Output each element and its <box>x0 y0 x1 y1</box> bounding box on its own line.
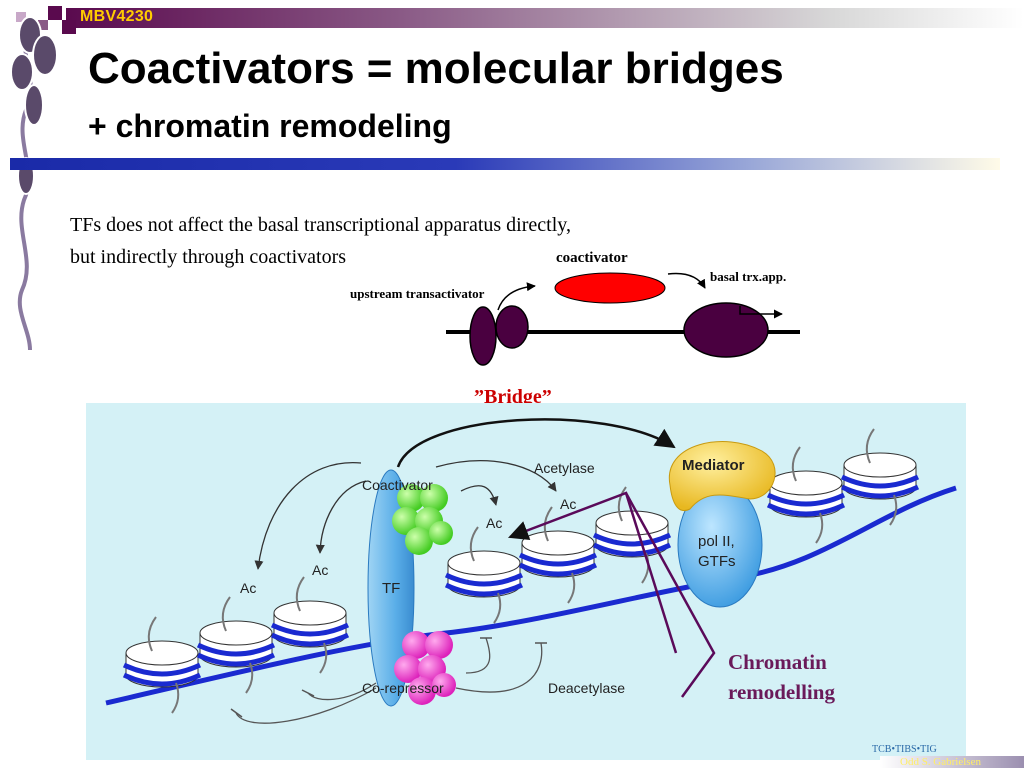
acetylation-arrow <box>315 480 367 554</box>
nucleosome <box>768 447 844 543</box>
deacetylation-line <box>307 682 377 701</box>
slide-subtitle: + chromatin remodeling <box>88 108 452 144</box>
label-pol-ii: pol II, <box>698 533 735 550</box>
schematic-upstream-arrow <box>497 282 536 311</box>
label-mediator: Mediator <box>682 457 745 474</box>
acetylation-arrow <box>254 462 362 570</box>
nucleosome <box>842 429 918 525</box>
title-divider <box>10 158 1000 170</box>
label-corepressor: Co-repressor <box>362 680 444 696</box>
label-ac: Ac <box>560 496 576 512</box>
dna-strand-back <box>105 485 957 706</box>
label-ac: Ac <box>240 580 256 596</box>
schematic-diagram <box>446 272 800 366</box>
schematic-basal-arrow <box>667 272 706 289</box>
label-gtfs: GTFs <box>698 553 736 570</box>
schematic-coactivator-shape <box>554 272 666 304</box>
deacetylation-line <box>455 642 543 693</box>
figure-panel <box>86 403 966 760</box>
acetylation-arrow <box>460 485 499 506</box>
chromatin-figure: Mediator pol II, GTFs Coactivator TF Co-… <box>105 418 957 724</box>
schematic-transcription-arrow <box>739 306 783 319</box>
schematic-upstream-label: upstream transactivator <box>350 286 485 301</box>
decorative-bead-chain <box>10 6 76 351</box>
annotation-line-1: Chromatin <box>728 650 827 674</box>
label-coactivator: Coactivator <box>362 477 433 493</box>
image-credit: TCB•TIBS•TIG <box>872 744 937 755</box>
bridge-text: Bridge <box>484 386 542 408</box>
acetylation-arrow <box>435 460 557 492</box>
header-band <box>66 8 1024 28</box>
schematic-upstream-protein-1 <box>469 306 497 366</box>
deacetylation-line <box>465 637 491 674</box>
author-name: Odd S. Gabrielsen <box>900 756 981 768</box>
label-ac: Ac <box>312 562 328 578</box>
footer-band <box>880 756 1024 768</box>
schematic-coactivator-label: coactivator <box>556 250 628 266</box>
bridge-arrow <box>396 418 676 468</box>
annotation-line-2: remodelling <box>728 680 835 704</box>
label-tf: TF <box>382 580 400 597</box>
nucleosome <box>446 527 522 623</box>
label-ac: Ac <box>486 515 502 531</box>
coactivator-cluster <box>392 484 453 555</box>
bridge-open-quote: ” <box>474 386 484 408</box>
nucleosome <box>520 507 596 603</box>
mediator <box>668 441 776 511</box>
course-code: MBV4230 <box>80 8 154 25</box>
corepressor-cluster <box>394 631 456 705</box>
deacetylation-line <box>235 687 377 724</box>
body-text-line-1: TFs does not affect the basal transcript… <box>70 214 571 236</box>
schematic-basal-label: basal trx.app. <box>710 269 787 284</box>
bridge-label: ”Bridge” <box>474 386 552 409</box>
remodelling-pointer <box>624 492 716 698</box>
label-deacetylase: Deacetylase <box>548 680 625 696</box>
schematic-upstream-protein-2 <box>495 305 529 349</box>
schematic-basal-protein <box>683 302 769 358</box>
slide-title: Coactivators = molecular bridges <box>88 44 784 93</box>
bridge-close-quote: ” <box>541 386 552 408</box>
body-text-line-2: but indirectly through coactivators <box>70 246 347 268</box>
label-acetylase: Acetylase <box>534 460 595 476</box>
